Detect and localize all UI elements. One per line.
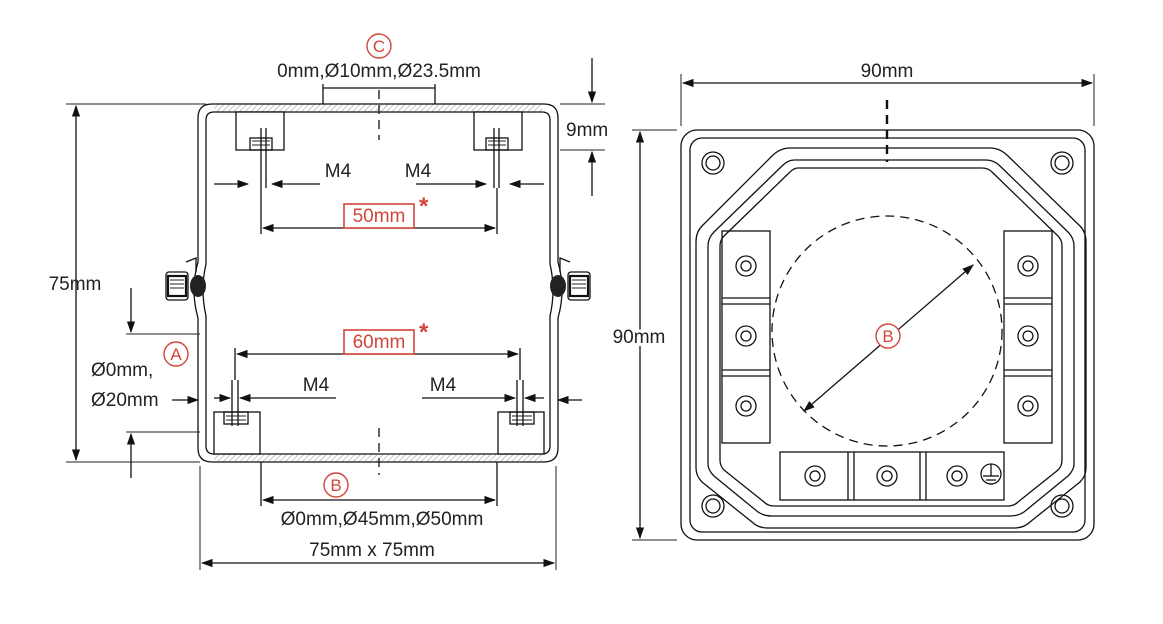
boss-top-left — [235, 111, 285, 188]
spacing-bottom-box — [343, 329, 415, 355]
terminal-block-left — [721, 230, 771, 444]
thread-top-right-label: M4 — [405, 161, 432, 182]
height-label: 75mm — [49, 274, 102, 295]
bottom-cutout-label: Ø0mm,Ø45mm,Ø50mm — [281, 509, 484, 530]
side-clamp-left — [165, 257, 206, 301]
side-cutout-line1: Ø0mm, — [91, 360, 153, 381]
spacing-bottom-note: * — [419, 319, 429, 346]
marker-b-front — [875, 323, 901, 349]
mount-hole-bottom-right — [1050, 494, 1074, 518]
terminal-block-bottom — [779, 451, 1005, 501]
mount-hole-bottom-left — [701, 494, 725, 518]
top-cutout-label: 0mm,Ø10mm,Ø23.5mm — [277, 61, 481, 82]
side-view: C 0mm,Ø10mm,Ø23.5mm 9mm M4 M4 50mm * 75m… — [49, 33, 608, 570]
marker-c-label: C — [373, 37, 385, 56]
marker-b-side — [323, 472, 349, 498]
marker-b-front-label: B — [882, 327, 893, 346]
spacing-top-box — [343, 203, 415, 229]
marker-b-side-label: B — [330, 476, 341, 495]
marker-c — [366, 33, 392, 59]
housing-outer-wall — [193, 103, 563, 463]
boss-bottom-left — [213, 380, 261, 455]
spacing-bottom-label: 60mm — [353, 332, 406, 353]
front-view: B — [610, 61, 1095, 541]
mount-hole-top-right — [1050, 151, 1074, 175]
front-height-label: 90mm — [613, 327, 666, 348]
marker-a — [163, 341, 189, 367]
footprint-label: 75mm x 75mm — [309, 540, 435, 561]
mount-hole-top-left — [701, 151, 725, 175]
front-width-label: 90mm — [861, 61, 914, 82]
thread-bottom-left-label: M4 — [303, 375, 330, 396]
boss-bottom-right — [497, 380, 545, 455]
spacing-top-note: * — [419, 193, 429, 220]
thread-bottom-right-label: M4 — [430, 375, 457, 396]
boss-top-right — [473, 111, 523, 188]
depth-9mm-label: 9mm — [566, 120, 608, 141]
ground-icon — [980, 463, 1002, 485]
bezel-middle — [707, 159, 1075, 517]
wall-hatch-bottom — [214, 454, 542, 462]
front-cutout-circle — [771, 215, 1003, 447]
spacing-top-label: 50mm — [353, 206, 406, 227]
wall-hatch-top — [214, 104, 542, 112]
thread-top-left-label: M4 — [325, 161, 352, 182]
housing-inner-wall — [202, 111, 554, 455]
marker-a-label: A — [170, 345, 182, 364]
side-clamp-right — [550, 257, 591, 301]
terminal-block-right — [1003, 230, 1053, 444]
bezel-outer — [695, 147, 1087, 529]
side-cutout-line2: Ø20mm — [91, 390, 159, 411]
